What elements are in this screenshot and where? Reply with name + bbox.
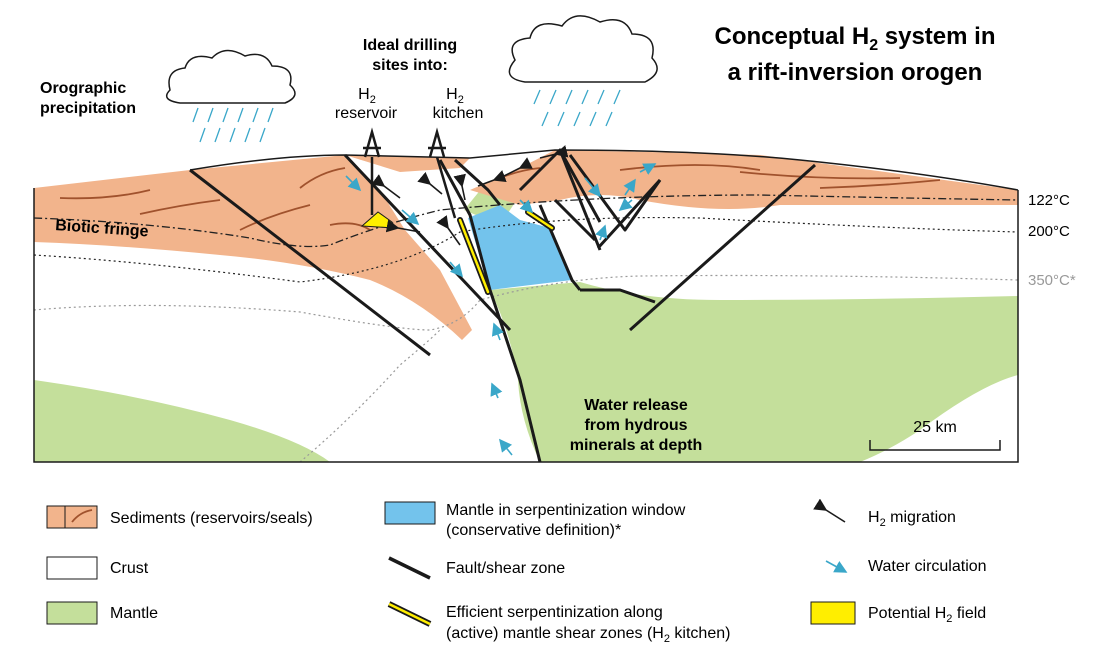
fault-right-short	[596, 178, 662, 250]
sediments-right	[470, 150, 1018, 209]
label-temp-200: 200°C	[1028, 223, 1070, 240]
fault-right-a	[568, 154, 662, 232]
svg-text:Fault/shear zone: Fault/shear zone	[446, 560, 565, 577]
svg-text:(conservative definition)*: (conservative definition)*	[446, 522, 621, 539]
svg-text:(active) mantle shear zones (H: (active) mantle shear zones (H2 kitchen)	[446, 625, 730, 645]
legend-efficient-serpentinization: Efficient serpentinization along (active…	[387, 601, 730, 645]
legend-water-circulation: Water circulation	[825, 558, 987, 575]
sediments-left	[34, 155, 472, 340]
label-biotic-fringe: Biotic fringe	[55, 217, 149, 240]
label-h2-reservoir-word: reservoir	[335, 105, 398, 122]
legend-sediments: Sediments (reservoirs/seals)	[46, 505, 313, 529]
svg-text:H2 migration: H2 migration	[868, 509, 956, 529]
label-ideal-1: Ideal drilling	[363, 37, 457, 54]
label-ideal-2: sites into:	[372, 57, 448, 74]
label-water-release-3: minerals at depth	[570, 437, 702, 454]
ground-surface	[189, 149, 1019, 191]
legend-potential-h2-field: Potential H2 field	[810, 601, 986, 625]
svg-text:Efficient serpentinization alo: Efficient serpentinization along	[446, 604, 663, 621]
legend-fault: Fault/shear zone	[388, 556, 565, 580]
label-h2-reservoir-h2: H2	[358, 86, 376, 106]
svg-text:Mantle in serpentinization win: Mantle in serpentinization window	[446, 502, 686, 519]
label-water-release-1: Water release	[584, 397, 688, 414]
mantle-central	[490, 282, 1018, 462]
label-water-release-2: from hydrous	[584, 417, 687, 434]
h2-migration-arrows	[371, 145, 569, 246]
svg-text:Crust: Crust	[110, 560, 149, 577]
drill-derrick-kitchen	[428, 127, 457, 219]
svg-text:Mantle: Mantle	[110, 605, 158, 622]
fault-kitchen-b	[453, 158, 502, 206]
legend-crust: Crust	[46, 556, 149, 580]
svg-text:Potential H2 field: Potential H2 field	[868, 605, 986, 625]
fault-base	[580, 288, 656, 304]
scale-bar: 25 km	[869, 419, 1001, 451]
legend-h2-migration: H2 migration	[813, 498, 956, 529]
cross-section	[33, 127, 1019, 463]
label-h2-kitchen-h2: H2	[446, 86, 464, 106]
fault-right-major	[629, 163, 816, 332]
cloud-right-icon	[508, 15, 658, 127]
cloud-left-icon	[165, 49, 296, 143]
fault-small-right	[558, 149, 602, 251]
svg-text:Water circulation: Water circulation	[868, 558, 987, 575]
label-h2-kitchen-word: kitchen	[433, 105, 484, 122]
isotherm-122	[33, 194, 1019, 248]
legend: Sediments (reservoirs/seals) Crust Mantl…	[46, 498, 987, 645]
fault-left-major	[189, 168, 431, 357]
fault-right-b	[553, 198, 597, 242]
scale-bar-label: 25 km	[913, 419, 957, 436]
legend-serpentinization-window: Mantle in serpentinization window (conse…	[384, 501, 686, 539]
label-orographic-2: precipitation	[40, 100, 136, 117]
water-circulation-arrows	[345, 163, 657, 456]
legend-mantle: Mantle	[46, 601, 158, 625]
label-orographic-1: Orographic	[40, 80, 126, 97]
serpentinization-window	[468, 205, 572, 290]
isotherm-350	[33, 274, 1019, 331]
section-frame	[33, 188, 1019, 463]
svg-text:Sediments (reservoirs/seals): Sediments (reservoirs/seals)	[110, 510, 313, 527]
faults	[189, 148, 816, 463]
label-temp-122: 122°C	[1028, 192, 1070, 209]
active-shear-zones	[457, 209, 555, 295]
diagram-title-line1: Conceptual H2 system in	[715, 23, 996, 54]
mantle-left	[34, 380, 330, 462]
diagram-title-line2: a rift-inversion orogen	[728, 59, 983, 86]
label-temp-350: 350°C*	[1028, 272, 1076, 289]
